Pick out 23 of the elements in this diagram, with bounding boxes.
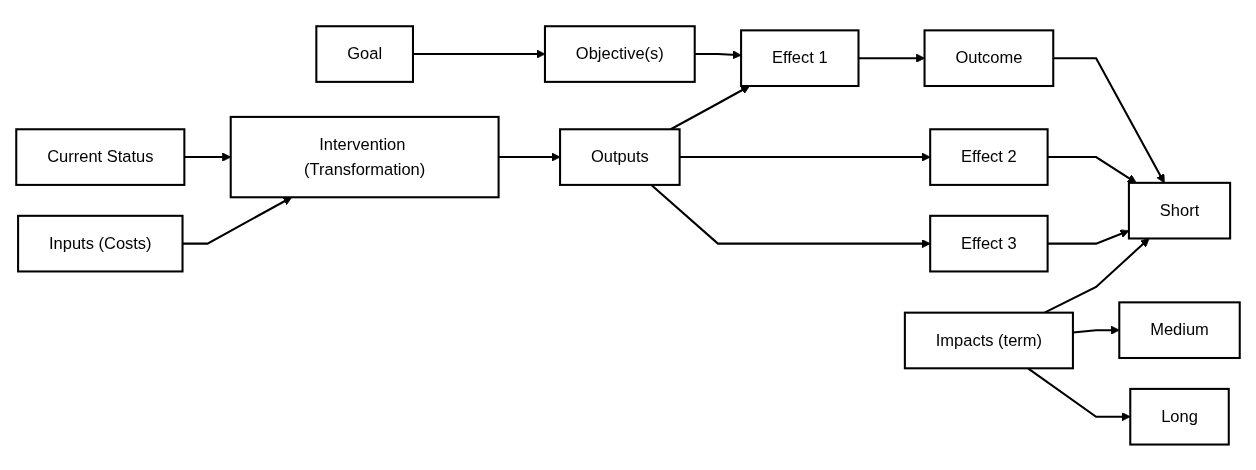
arrow xyxy=(182,196,293,245)
node-box: Outputs xyxy=(559,127,681,186)
arrow xyxy=(1027,367,1131,421)
arrow xyxy=(694,49,742,59)
node-box: Short xyxy=(1127,181,1232,240)
node-box: Effect 2 xyxy=(929,127,1049,186)
arrow xyxy=(1053,56,1165,183)
arrow xyxy=(679,152,931,162)
arrow xyxy=(1072,325,1120,335)
arrow xyxy=(498,152,561,162)
node-box: Outcome xyxy=(923,28,1055,87)
arrow xyxy=(858,53,925,63)
node-box: Long xyxy=(1129,387,1230,446)
node-box: Effect 1 xyxy=(740,28,860,87)
node-box: Intervention (Transformation) xyxy=(229,115,500,198)
node-box: Goal xyxy=(315,24,414,83)
node-box: Inputs (Costs) xyxy=(17,214,184,273)
node-box: Current Status xyxy=(15,127,186,186)
arrow xyxy=(1047,155,1137,183)
node-box: Impacts (term) xyxy=(903,311,1074,369)
node-box: Objective(s) xyxy=(543,24,696,83)
node-box: Effect 3 xyxy=(929,214,1049,273)
node-box: Medium xyxy=(1118,300,1241,359)
